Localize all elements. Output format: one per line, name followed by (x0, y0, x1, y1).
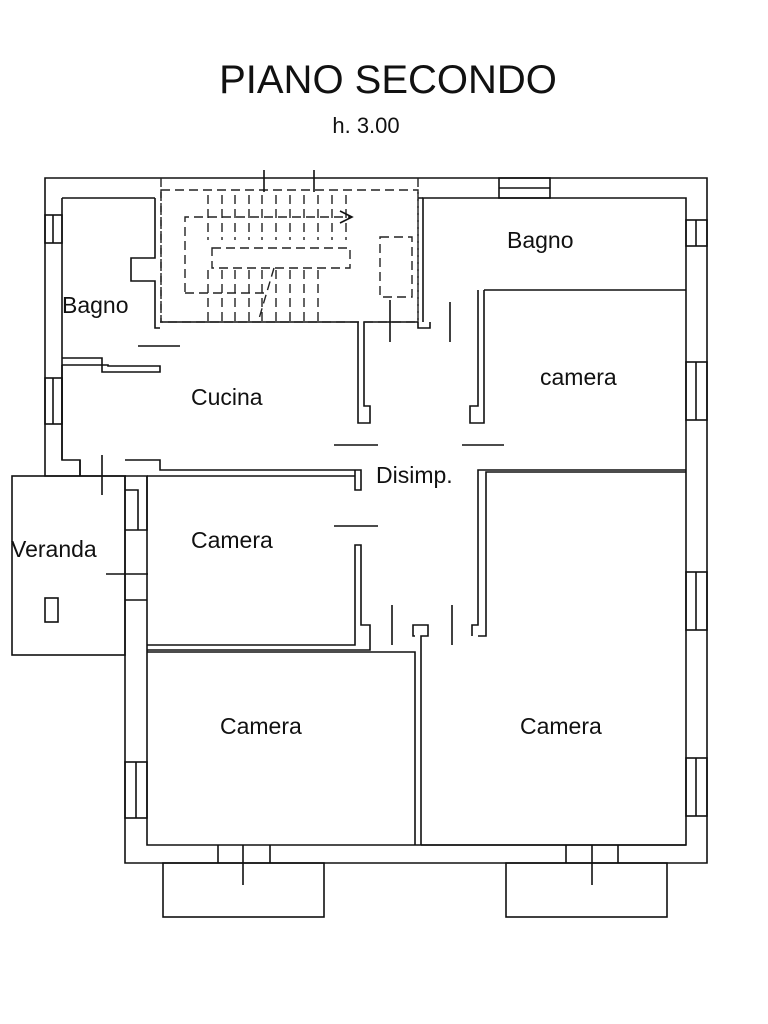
ceiling-height: h. 3.00 (332, 113, 400, 138)
plan-title: PIANO SECONDO (219, 58, 557, 102)
room-label-camera-bottom-left: Camera (220, 713, 302, 739)
windows (44, 177, 708, 819)
room-label-veranda: Veranda (11, 536, 97, 562)
room-label-camera-bottom-right: Camera (520, 713, 602, 739)
staircase (160, 170, 419, 323)
room-label-disimpegno: Disimp. (376, 462, 453, 488)
room-label-bagno-right: Bagno (507, 227, 574, 253)
veranda-fixture (44, 597, 59, 623)
room-label-cucina: Cucina (191, 384, 263, 410)
interior-walls (61, 197, 686, 863)
room-label-camera-upper-right: camera (540, 364, 617, 390)
room-label-bagno-left: Bagno (62, 292, 129, 318)
door-swings (101, 300, 593, 885)
veranda-outline (11, 475, 126, 656)
balcony-right (505, 862, 668, 918)
room-label-camera-middle-left: Camera (191, 527, 273, 553)
